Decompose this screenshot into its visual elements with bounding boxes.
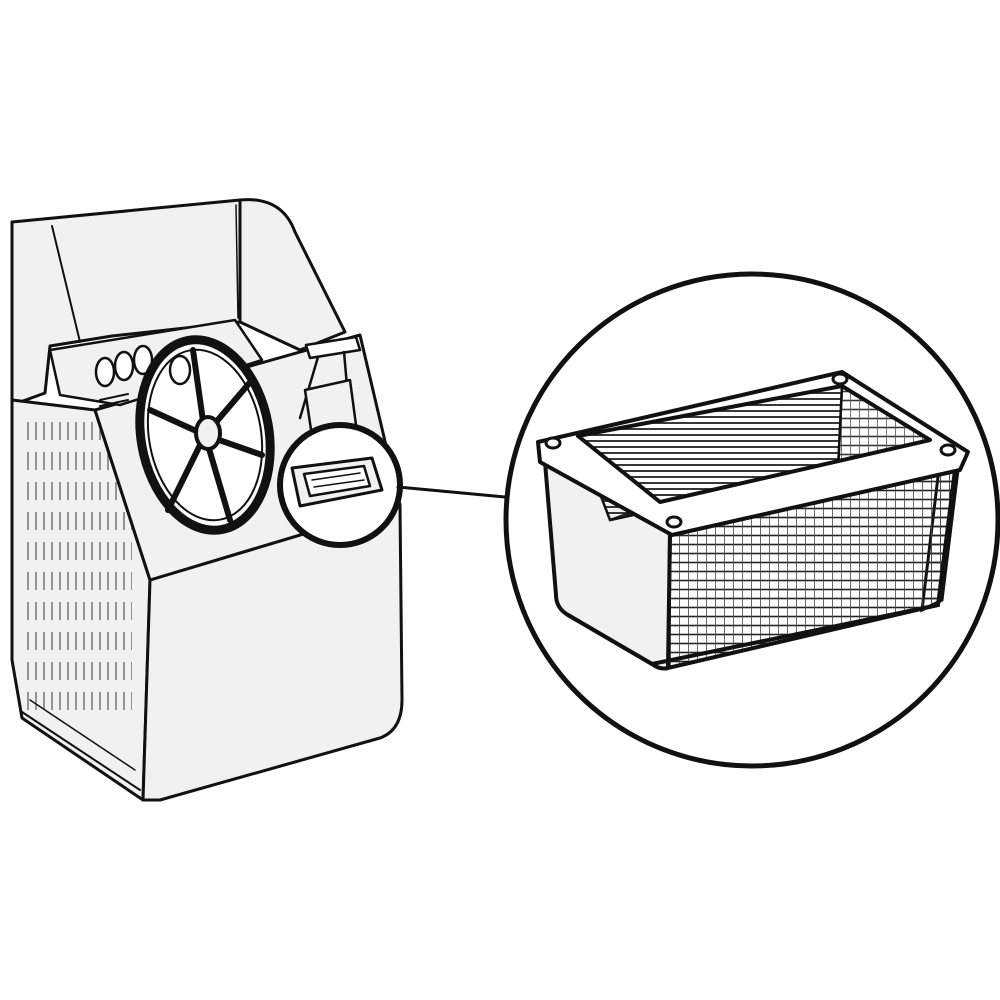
machine (10, 198, 404, 802)
callout-connector (396, 485, 507, 499)
mesh-basket (536, 370, 970, 671)
rim-hole-icon (831, 372, 849, 386)
basket-thumbnail-icon (290, 456, 384, 508)
magnifier-small (277, 422, 403, 548)
machine-lid (10, 198, 347, 407)
rim-hole-icon (544, 436, 562, 450)
rim-hole-icon (665, 515, 683, 529)
wheel-hub-icon (194, 415, 222, 451)
handwheel (135, 335, 275, 535)
panel-knob-icon (94, 356, 116, 388)
rim-hole-icon (939, 443, 957, 457)
panel-knob-icon (113, 350, 135, 382)
machine-handle (298, 335, 362, 438)
panel-knob-icon (132, 344, 154, 376)
detail-magnifier (503, 271, 1000, 769)
